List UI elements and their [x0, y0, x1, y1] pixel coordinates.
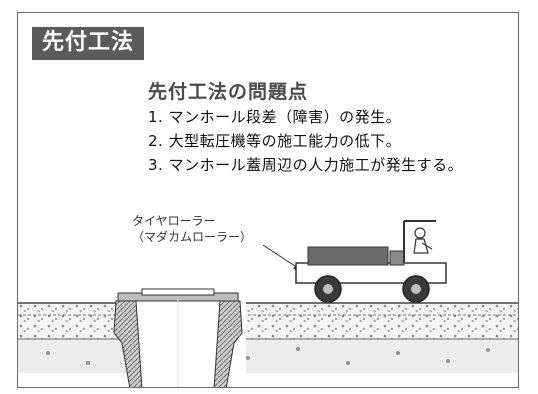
slide-title: 先付工法 [32, 27, 145, 60]
roller-label: タイヤローラー （マダカムローラー） [132, 213, 252, 245]
manhole-right-wall [213, 300, 243, 387]
subbase-layer [18, 339, 518, 373]
roller-engine-hood [307, 246, 389, 266]
problem-item-3: 3. マンホール蓋周辺の人力施工が発生する。 [148, 156, 464, 174]
ground-layers [18, 302, 518, 373]
problem-item-2: 2. 大型転圧機等の施工能力の低下。 [148, 132, 402, 150]
operator-body [413, 238, 429, 254]
problems-heading: 先付工法の問題点 [148, 81, 309, 103]
roller-label-line1: タイヤローラー [132, 214, 216, 228]
operator-head [414, 227, 426, 239]
problem-list: 1. マンホール段差（障害）の発生。 2. 大型転圧機等の施工能力の低下。 3.… [148, 105, 463, 177]
asphalt-layer [18, 303, 518, 339]
roller-label-line2: （マダカムローラー） [132, 230, 253, 244]
construction-diagram [18, 220, 518, 387]
manhole [113, 288, 246, 387]
manhole-left-wall [113, 300, 143, 387]
problem-item-1: 1. マンホール段差（障害）の発生。 [148, 108, 402, 126]
slide: 先付工法 先付工法の問題点 1. マンホール段差（障害）の発生。 2. 大型転圧… [17, 12, 519, 388]
manhole-cover [141, 288, 215, 296]
tire-roller [295, 220, 447, 303]
